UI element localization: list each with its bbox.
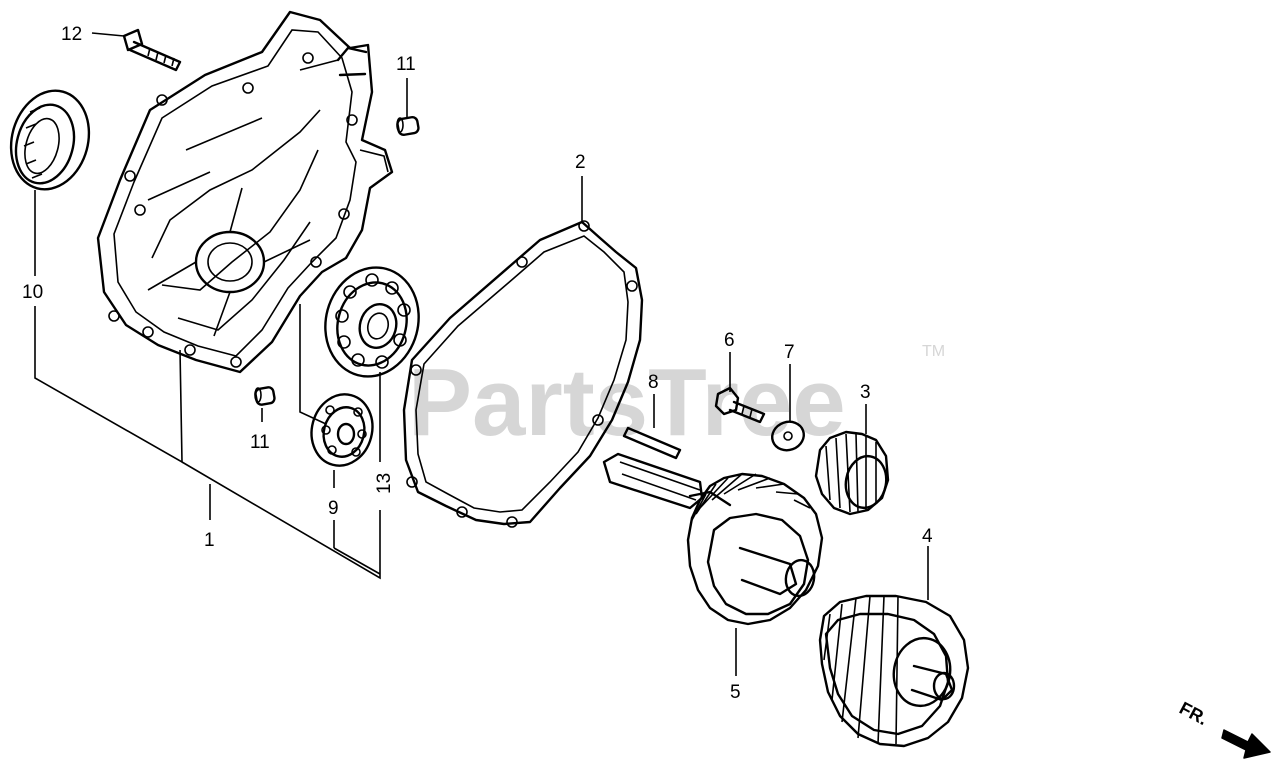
callout-10: 10 <box>22 282 43 303</box>
part-1-gear-case-cover[interactable] <box>96 10 394 374</box>
part-9-ball-bearing[interactable] <box>304 387 381 472</box>
direction-label: FR. <box>1176 698 1211 729</box>
callout-7: 7 <box>784 342 795 363</box>
callout-11-top: 11 <box>396 54 416 75</box>
callout-6: 6 <box>724 330 735 351</box>
callout-8: 8 <box>648 372 659 393</box>
forward-arrow-icon <box>1221 729 1271 759</box>
part-8-woodruff-key[interactable] <box>622 426 682 460</box>
callout-labels: 12 11 2 10 6 7 8 3 11 13 9 1 4 5 <box>22 24 933 703</box>
part-2-gasket[interactable] <box>402 220 644 528</box>
part-4-gear[interactable] <box>818 594 970 748</box>
watermark-text: PartsTree <box>408 349 846 456</box>
part-12-flange-bolt[interactable] <box>122 28 182 72</box>
part-13-ball-bearing[interactable] <box>313 257 430 387</box>
part-11-dowel-pin-bottom[interactable] <box>254 386 276 406</box>
callout-13: 13 <box>374 473 395 494</box>
callout-1: 1 <box>204 530 215 551</box>
callout-11-bottom: 11 <box>250 432 270 453</box>
callout-2: 2 <box>575 152 586 173</box>
callout-9: 9 <box>328 498 339 519</box>
forward-direction-indicator: FR. <box>1176 698 1271 759</box>
leader-lines <box>34 32 929 676</box>
trademark-mark: TM <box>922 343 945 360</box>
callout-12: 12 <box>61 24 82 45</box>
callout-5: 5 <box>730 682 741 703</box>
part-5-countershaft-gear[interactable] <box>602 452 824 626</box>
part-11-dowel-pin-top[interactable] <box>396 115 420 137</box>
part-7-washer[interactable] <box>768 417 808 454</box>
part-10-bearing[interactable] <box>0 82 99 198</box>
part-3-gear[interactable] <box>814 430 890 516</box>
callout-3: 3 <box>860 382 871 403</box>
callout-4: 4 <box>922 526 933 547</box>
